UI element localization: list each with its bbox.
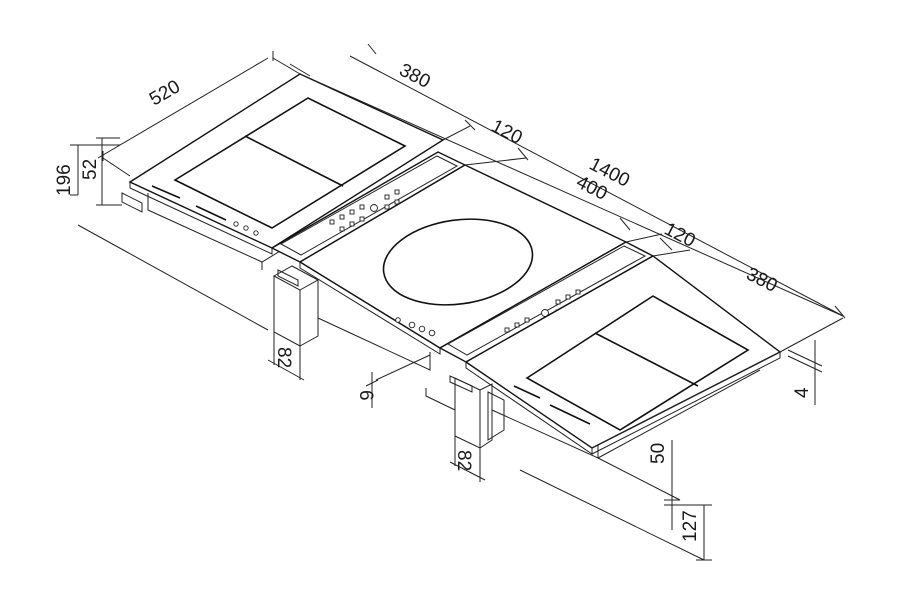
dim-right-zone-width: 380 [743,264,781,297]
left-control-buttons [329,189,400,232]
right-induction-module [464,255,782,459]
dim-right-body-height: 50 [648,443,669,464]
dim-glass-height: 52 [80,159,101,180]
dim-right-control-width: 120 [661,219,699,252]
dim-glass-thickness: 4 [792,387,813,398]
dim-overall-height: 196 [54,164,75,196]
right-cooking-zone [525,295,750,431]
left-induction-module [121,73,445,270]
wok-zone [382,218,534,306]
dim-left-leg-width: 82 [273,347,294,368]
dim-right-leg-width: 82 [453,450,474,471]
left-control-panel [270,151,467,263]
dimension-lines [70,43,846,561]
dim-left-control-width: 120 [488,116,526,149]
dim-left-depth: 520 [146,76,184,110]
left-support-leg [273,265,319,347]
left-cooking-zone [173,97,407,229]
right-support-leg [425,375,493,449]
dim-left-zone-width: 380 [396,60,434,93]
dim-vent-gap: 6 [355,390,376,401]
dim-right-base-height: 127 [680,510,701,542]
